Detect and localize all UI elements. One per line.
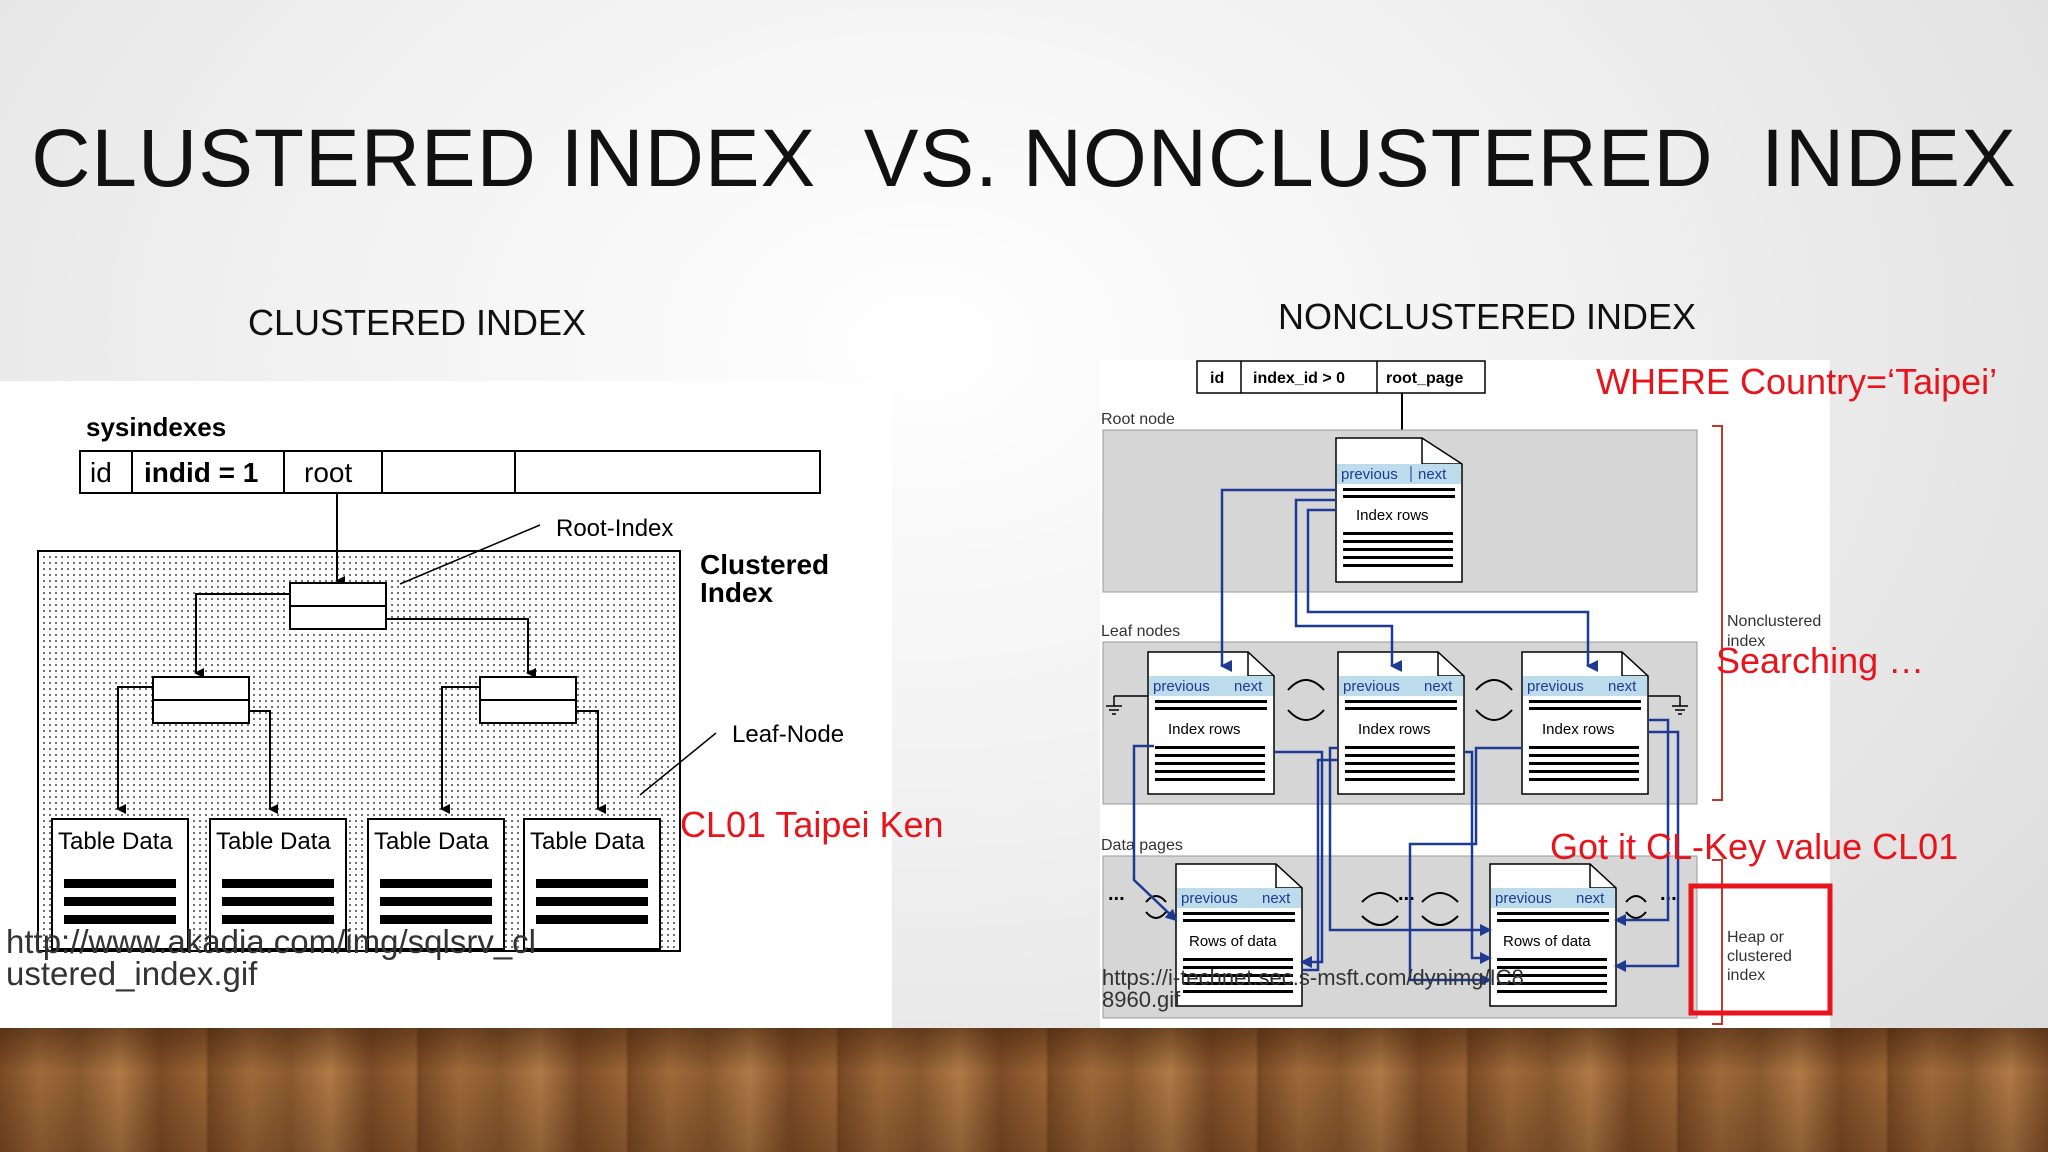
clustered-index-diagram: sysindexes id indid = 1 root Root-Index … (0, 381, 944, 1028)
nonclustered-index-label-2: index (1727, 633, 1765, 650)
root-index-page: previous next Index rows (1335, 437, 1463, 583)
range-brackets (1712, 425, 1723, 1025)
gotit-annotation: Got it CL-Key value CL01 (1550, 826, 1958, 867)
cell-indid: indid = 1 (144, 457, 258, 488)
page-header-next: next (1424, 678, 1453, 695)
null-pointer-icons (1106, 695, 1688, 715)
ellipsis-middle: ... (1398, 883, 1415, 905)
table-data-label: Table Data (374, 828, 489, 855)
heap-label-1: Heap or (1727, 929, 1785, 946)
nonclustered-heading: NONCLUSTERED INDEX (1278, 296, 1697, 337)
data-page-1: previous next Rows of data (1175, 863, 1303, 1007)
source-url-line-2: 8960.gif (1102, 987, 1181, 1012)
table-data-page-3: Table Data (367, 818, 505, 950)
cell-id: id (90, 457, 112, 488)
header-cell-root-page: root_page (1386, 370, 1463, 387)
table-data-label: Table Data (530, 828, 645, 855)
page-header-previous: previous (1153, 678, 1210, 695)
page-header-previous: previous (1341, 466, 1398, 483)
index-rows-label: Index rows (1358, 721, 1431, 738)
index-rows-label: Index rows (1356, 507, 1429, 524)
page-header-next: next (1234, 678, 1263, 695)
leaf-nodes-label: Leaf nodes (1101, 623, 1180, 640)
root-index-label: Root-Index (556, 515, 673, 542)
page-header-next: next (1576, 890, 1605, 907)
index-rows-label: Index rows (1168, 721, 1241, 738)
page-header-next: next (1418, 466, 1447, 483)
leaf-node-label: Leaf-Node (732, 721, 844, 748)
intermediate-node-right (479, 676, 577, 724)
clustered-diagram-svg: sysindexes id indid = 1 root Root-Index … (6, 412, 944, 992)
data-pages-label: Data pages (1101, 837, 1183, 854)
root-index-node (289, 582, 387, 630)
cl01-annotation: CL01 Taipei Ken (680, 804, 944, 845)
page-header-next: next (1262, 890, 1291, 907)
clustered-heading: CLUSTERED INDEX (248, 302, 587, 343)
nonclustered-diagram-svg: id index_id > 0 root_page Root node Leaf… (1101, 360, 1833, 1025)
header-cell-id: id (1210, 370, 1224, 387)
slide-title: CLUSTERED INDEX VS. NONCLUSTERED INDEX (31, 113, 2017, 204)
table-data-label: Table Data (216, 828, 331, 855)
header-cell-index-id: index_id > 0 (1253, 370, 1345, 387)
page-header-previous: previous (1343, 678, 1400, 695)
source-url-line-1: https://i-technet.sec.s-msft.com/dynimg/… (1102, 965, 1524, 990)
sibling-link-icons (1145, 679, 1647, 926)
index-rows-label: Index rows (1542, 721, 1615, 738)
root-node-label: Root node (1101, 411, 1175, 428)
rows-of-data-label: Rows of data (1503, 933, 1591, 950)
leaf-page-2: previous next Index rows (1337, 651, 1465, 795)
heap-highlight-box (1688, 883, 1833, 1016)
table-data-page-4: Table Data (523, 818, 661, 950)
pointer-arrows (1132, 488, 1680, 986)
source-url-line-2: ustered_index.gif (6, 955, 258, 992)
page-header-previous: previous (1181, 890, 1238, 907)
where-annotation: WHERE Country=‘Taipei’ (1596, 361, 1997, 402)
clustered-index-label-1: Clustered (700, 549, 829, 580)
heap-label-3: index (1727, 967, 1765, 984)
table-data-page-1: Table Data (51, 818, 189, 950)
nonclustered-index-label-1: Nonclustered (1727, 613, 1821, 630)
sysindexes-header-row: id index_id > 0 root_page (1196, 360, 1486, 394)
page-header-previous: previous (1527, 678, 1584, 695)
table-data-label: Table Data (58, 828, 173, 855)
leaf-page-3: previous next Index rows (1521, 651, 1649, 795)
leaf-page-1: previous next Index rows (1147, 651, 1275, 795)
wood-floor-background (0, 1028, 2048, 1152)
ellipsis-left: ... (1108, 883, 1125, 905)
data-page-2: previous next Rows of data (1489, 863, 1617, 1007)
table-data-page-2: Table Data (209, 818, 347, 950)
clustered-index-label-2: Index (700, 577, 774, 608)
searching-annotation: Searching … (1716, 640, 1924, 681)
page-header-next: next (1608, 678, 1637, 695)
sysindexes-label: sysindexes (86, 412, 226, 442)
nonclustered-index-diagram: id index_id > 0 root_page Root node Leaf… (1100, 360, 1833, 1028)
annotation-overlay: WHERE Country=‘Taipei’ Searching … Got i… (1550, 361, 1997, 867)
intermediate-node-left (152, 676, 250, 724)
page-header-previous: previous (1495, 890, 1552, 907)
sysindexes-row: id indid = 1 root (79, 450, 821, 494)
cell-root: root (304, 457, 352, 488)
source-url-line-1: http://www.akadia.com/img/sqlsrv_cl (6, 923, 536, 960)
rows-of-data-label: Rows of data (1189, 933, 1277, 950)
heap-label-2: clustered (1727, 948, 1792, 965)
